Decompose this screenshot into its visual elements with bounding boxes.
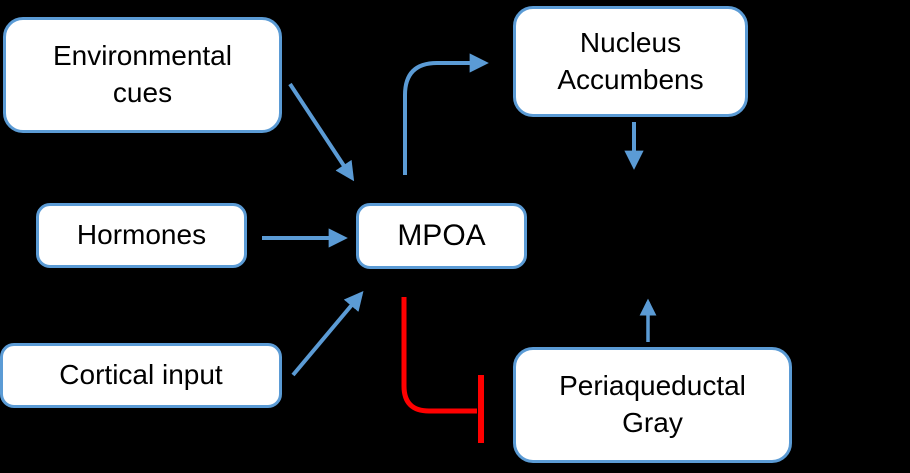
node-cortical-input: Cortical input: [0, 343, 282, 408]
node-environmental-cues-label: Environmental cues: [53, 40, 232, 108]
node-hormones: Hormones: [36, 203, 247, 268]
node-periaqueductal-gray-label: Periaqueductal Gray: [559, 370, 746, 438]
node-hormones-label: Hormones: [76, 219, 207, 251]
node-mpoa-label: MPOA: [397, 219, 486, 253]
edge-cortical-input-to-mpoa: [291, 291, 364, 377]
node-mpoa: MPOA: [356, 203, 527, 269]
node-environmental-cues: Environmental cues: [3, 17, 282, 133]
node-nucleus-accumbens-label: Nucleus Accumbens: [557, 26, 704, 95]
node-periaqueductal-gray: Periaqueductal Gray: [513, 347, 792, 463]
node-cortical-input-label: Cortical input: [59, 359, 223, 391]
node-nucleus-accumbens: Nucleus Accumbens: [513, 6, 748, 117]
edge-mpoa-inhibits-periaqueductal-gray: [401, 297, 477, 414]
edge-environmental-cues-to-mpoa: [288, 82, 355, 182]
edge-mpoa-to-nucleus-accumbens: [403, 53, 489, 175]
